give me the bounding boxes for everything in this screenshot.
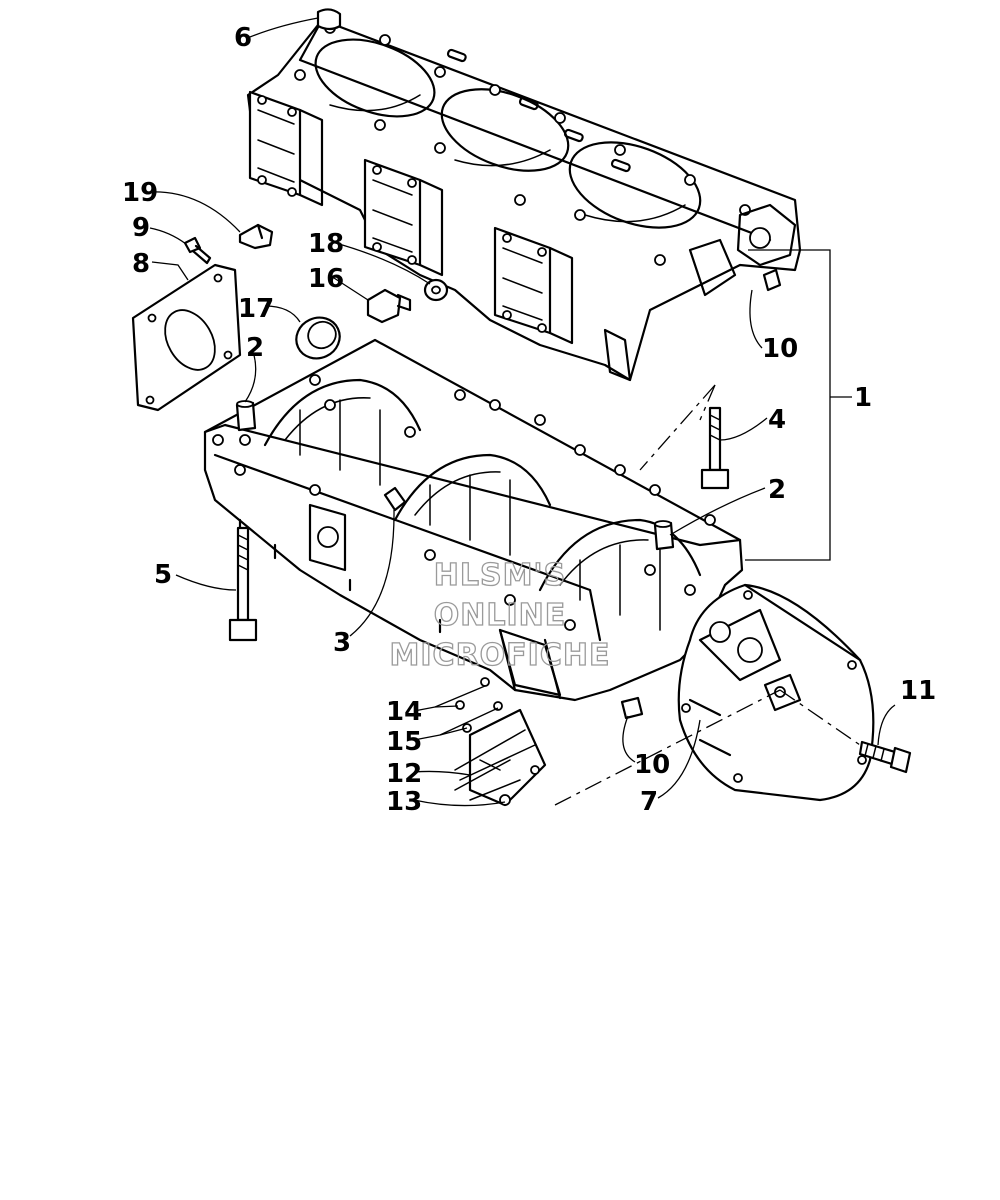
callout-12: 12 <box>386 759 422 789</box>
callout-5: 5 <box>154 560 172 590</box>
callout-11: 11 <box>900 676 936 706</box>
callout-2-right: 2 <box>768 475 786 505</box>
callout-19: 19 <box>122 178 158 208</box>
callout-labels: 6 19 9 8 18 16 17 2 10 1 4 2 5 3 11 14 1… <box>122 23 936 817</box>
callout-1: 1 <box>854 383 872 413</box>
callout-16: 16 <box>308 264 344 294</box>
gasket-plate <box>131 263 242 412</box>
callout-2-left: 2 <box>246 333 264 363</box>
watermark-line-1: HLSM'S <box>434 558 566 593</box>
callout-18: 18 <box>308 229 344 259</box>
callout-13: 13 <box>386 787 422 817</box>
watermark: HLSM'S ONLINE MICROFICHE <box>389 557 611 673</box>
watermark-line-2: ONLINE <box>434 598 567 633</box>
callout-14: 14 <box>386 697 422 727</box>
lower-crankcase <box>203 338 744 702</box>
callout-15: 15 <box>386 727 422 757</box>
callout-7: 7 <box>640 787 658 817</box>
assembly-lines <box>554 384 861 806</box>
callout-4: 4 <box>768 405 786 435</box>
callout-8: 8 <box>132 249 150 279</box>
small-parts <box>183 8 912 807</box>
callout-6: 6 <box>234 23 252 53</box>
callout-10-upper: 10 <box>762 334 798 364</box>
callout-10-lower: 10 <box>634 750 670 780</box>
leader-lines <box>149 17 896 807</box>
upper-crankcase <box>246 18 802 382</box>
callout-17: 17 <box>238 294 274 324</box>
callout-3: 3 <box>333 628 351 658</box>
callout-9: 9 <box>132 213 150 243</box>
watermark-line-3: MICROFICHE <box>390 638 611 673</box>
